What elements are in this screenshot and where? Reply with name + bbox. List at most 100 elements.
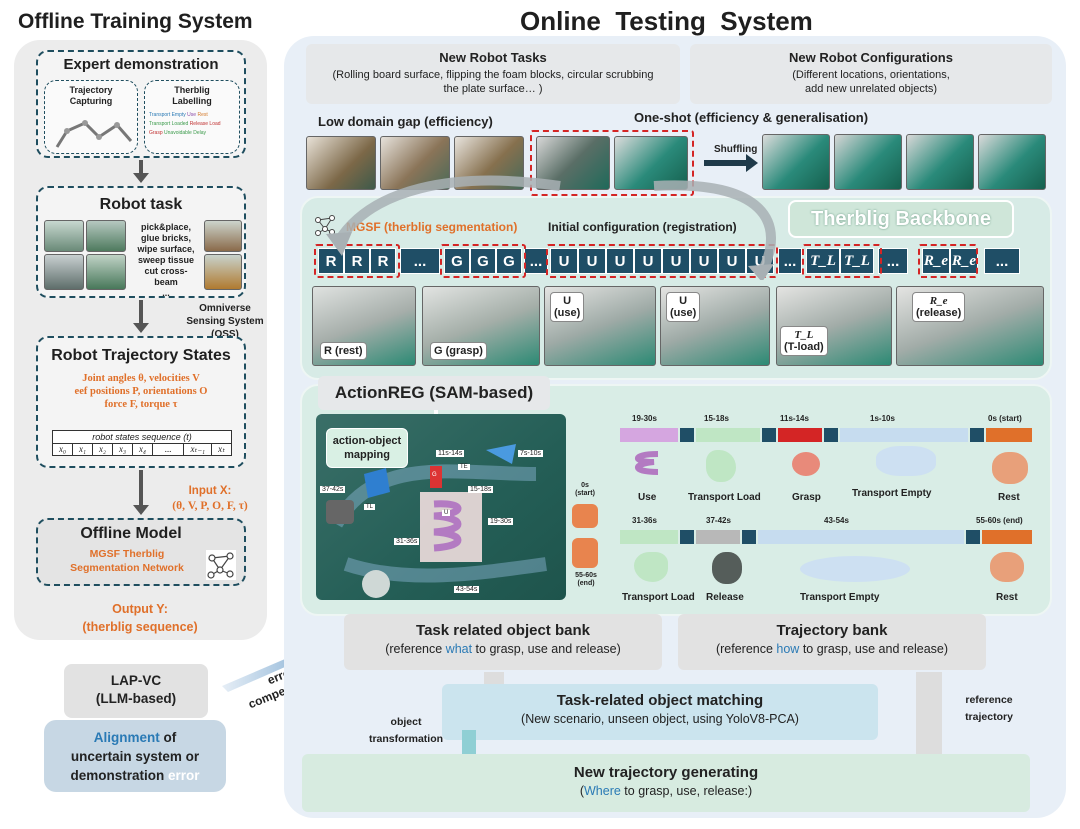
tl2-tempty	[758, 530, 964, 544]
registration-curve-arrows	[326, 175, 776, 280]
therblig-labelling-label: Therblig Labelling	[172, 85, 212, 106]
traj-capturing-label: Trajectory Capturing	[69, 85, 113, 106]
frame-use-1-line2: (use)	[554, 307, 581, 319]
task-photo-4	[86, 254, 126, 290]
seq-G: G	[444, 248, 470, 274]
lapvc-line2: (LLM-based)	[95, 691, 177, 706]
object-bank-desc: (reference what to grasp, use and releas…	[344, 642, 662, 656]
tl-tload	[696, 428, 760, 442]
time-43-54: 43-54s	[824, 516, 849, 525]
shuffling-arrowhead	[746, 154, 758, 172]
object-bank-pre: (reference	[385, 642, 446, 656]
seq-G: G	[496, 248, 522, 274]
sequence-title: robot states sequence (t)	[53, 431, 231, 444]
scene-label-7-10: 7s-10s	[518, 450, 544, 457]
task-photo-5	[204, 220, 242, 252]
seq-gap: ...	[400, 248, 440, 274]
seq-U: U	[690, 248, 718, 274]
new-tasks-title: New Robot Tasks	[439, 50, 547, 65]
name-rest2: Rest	[996, 592, 1018, 603]
seq-gap: ...	[778, 248, 802, 274]
arrow-matching-down	[462, 730, 476, 756]
input-x-label: Input X: (θ, V, P, O, F, τ)	[160, 484, 260, 514]
mgsf-label: MGSF (therblig segmentation)	[346, 220, 518, 234]
arrow-bank-to-matching	[484, 672, 504, 686]
therblig-sequence: R R R ... G G G ... U U U U U U U U ... …	[316, 248, 1042, 274]
state-line: eef positions P, orientations O	[74, 386, 208, 397]
tl2-rest	[982, 530, 1032, 544]
label-end: 55-60s (end)	[575, 572, 597, 587]
release-shape-icon	[712, 552, 742, 584]
name-grasp: Grasp	[792, 492, 821, 503]
traj-bank-hl: how	[776, 642, 800, 656]
object-bank-post: to grasp, use and release)	[472, 642, 621, 656]
new-configs-title: New Robot Configurations	[789, 50, 953, 65]
robot-task-box: Robot task pick&place, glue bricks, wipe…	[36, 186, 246, 298]
seq-U: U	[578, 248, 606, 274]
tl2-gap	[680, 530, 694, 544]
tl2-release	[696, 530, 740, 544]
demo-photo-1	[306, 136, 376, 190]
tl2-tload	[620, 530, 678, 544]
shuffle-photo-4	[978, 134, 1046, 190]
object-bank-hl: what	[445, 642, 473, 656]
trajectory-bank-box: Trajectory bank (reference how to grasp,…	[678, 614, 986, 670]
scene-u: U	[442, 510, 451, 516]
time-0: 0s (start)	[988, 414, 1022, 423]
seq-highlight-R	[314, 244, 400, 278]
seq-U: U	[634, 248, 662, 274]
scene-paths	[326, 444, 547, 598]
legend-rest: Rest	[197, 112, 208, 118]
scene-label-15-18: 15-18s	[468, 486, 494, 493]
task-item: ...	[162, 288, 170, 298]
alignment-word: Alignment	[93, 730, 160, 745]
object-bank-title: Task related object bank	[416, 622, 590, 639]
timeline-bottom	[620, 530, 1040, 546]
expert-demo-box: Expert demonstration Trajectory Capturin…	[36, 50, 246, 158]
alignment-line3: demonstration	[70, 768, 168, 783]
time-15-18: 15-18s	[704, 414, 729, 423]
actionreg-title: ActionREG (SAM-based)	[318, 376, 550, 410]
frame-tload-line2: (T-load)	[784, 341, 824, 353]
legend-tl: Transport Loaded	[149, 121, 189, 127]
seq-U: U	[550, 248, 578, 274]
tl2-gap	[966, 530, 980, 544]
scene-te: TE	[458, 464, 470, 470]
frame-release-line1: R_e	[929, 295, 948, 307]
seq-cell: xₜ	[218, 444, 225, 454]
seq-G: G	[470, 248, 496, 274]
time-1-10: 1s-10s	[870, 414, 895, 423]
lapvc-box: LAP-VC (LLM-based)	[64, 664, 208, 718]
shuffle-photo-3	[906, 134, 974, 190]
rest-shape-icon	[992, 452, 1028, 484]
frame-tload-line1: T_L	[794, 329, 814, 341]
seq-highlight-TL	[802, 244, 882, 278]
frame-use-1-label: U(use)	[550, 292, 585, 322]
scene-label-43-54: 43-54s	[454, 586, 480, 593]
new-traj-title: New trajectory generating	[573, 764, 759, 781]
down-arrow-2	[133, 323, 149, 333]
traj-bank-desc: (reference how to grasp, use and release…	[678, 642, 986, 656]
network-icon	[206, 550, 236, 580]
timeline-top	[620, 428, 1040, 444]
frame-use-2-line2: (use)	[670, 307, 697, 319]
one-shot-highlight	[530, 130, 694, 196]
low-domain-gap-label: Low domain gap (efficiency)	[318, 114, 493, 129]
traj-bank-title: Trajectory bank	[776, 622, 888, 639]
frame-use-2-line1: U	[679, 295, 688, 307]
task-item: pick&place,	[140, 222, 192, 232]
tempty2-shape-icon	[800, 556, 910, 582]
mgsf-network-icon	[315, 215, 335, 236]
label-start: 0s (start)	[575, 482, 595, 497]
seq-R: R	[344, 248, 370, 274]
traj-bank-post: to grasp, use and release)	[799, 642, 949, 656]
state-line: force F, torque τ	[104, 399, 178, 410]
task-photo-1	[44, 220, 84, 252]
legend-use: Use	[187, 112, 197, 118]
frame-rest-label: R (rest)	[320, 342, 367, 360]
connector-line	[139, 470, 143, 506]
seq-gap: ...	[878, 248, 908, 274]
alignment-error-word: error	[168, 768, 200, 783]
online-title: Online Testing System	[520, 6, 813, 36]
sequence-cells: x₀ x₁ x₂ x₃ x₄ ... xₜ₋₁ xₜ	[53, 444, 231, 455]
